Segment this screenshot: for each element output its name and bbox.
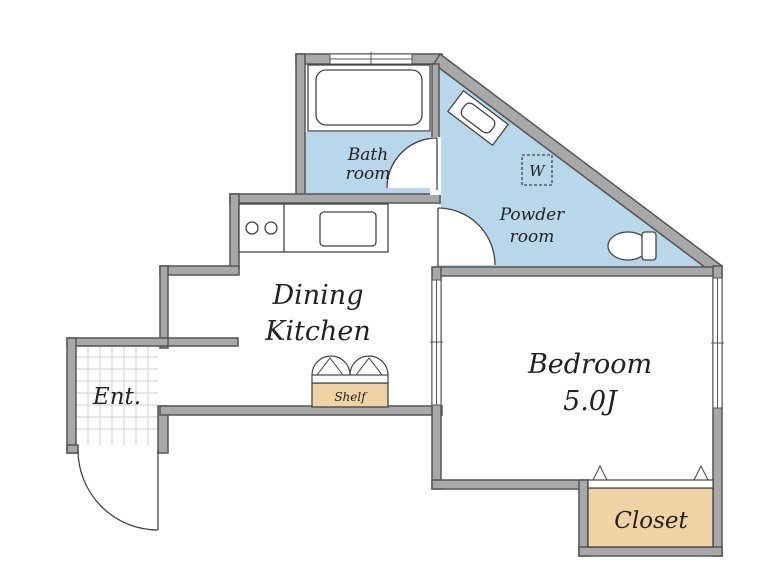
wall-entrance-partial xyxy=(159,337,239,347)
closet-box xyxy=(587,487,714,548)
washer-spot xyxy=(521,154,553,186)
wall-dining-bottom xyxy=(159,405,443,416)
closet-label: Closet xyxy=(614,508,688,534)
wall-kitchen-top xyxy=(229,193,441,204)
stove-burner-right xyxy=(264,221,278,235)
wall-closet-bottom xyxy=(578,546,723,557)
wall-dining-left xyxy=(159,265,169,349)
powder-label-line2: room xyxy=(510,227,555,247)
room-labels: Bath room W Powder room Dining Kitchen S… xyxy=(92,145,689,534)
powder-door-swing xyxy=(437,207,496,266)
bedroom-label-line2: 5.0J xyxy=(563,386,619,417)
wash-basin xyxy=(446,89,510,147)
fixtures xyxy=(238,64,657,261)
wall-closet-left xyxy=(578,479,589,557)
entrance-tile-grid xyxy=(76,345,158,445)
bath-label-line2: room xyxy=(346,164,391,184)
shelf-label: Shelf xyxy=(334,390,368,404)
wall-entrance-bottom-left xyxy=(66,444,79,454)
washer-label: W xyxy=(529,162,546,180)
wall-step xyxy=(159,265,240,276)
wall-bath-left xyxy=(295,53,306,203)
wall-entrance-top xyxy=(66,337,169,347)
stove-burner-left xyxy=(245,221,259,235)
bathtub-basin xyxy=(315,69,423,126)
powder-door-opening xyxy=(430,205,441,265)
entrance-label: Ent. xyxy=(92,384,141,410)
dining-label-line2: Kitchen xyxy=(264,316,371,347)
bath-label-line1: Bath xyxy=(347,145,388,165)
entrance-door-swing xyxy=(77,449,159,531)
dining-label-line1: Dining xyxy=(272,280,364,311)
windows xyxy=(329,52,724,409)
shelf-box xyxy=(311,382,389,408)
closet-unit xyxy=(587,464,714,548)
wall-entrance-left xyxy=(66,337,77,454)
shelf-unit xyxy=(311,355,389,408)
wall-bedroom-bottom xyxy=(431,479,589,490)
doors xyxy=(77,137,496,531)
toilet xyxy=(607,231,657,261)
powder-label-line1: Powder xyxy=(499,205,565,225)
entrance-tile-floor xyxy=(76,345,158,445)
kitchen-sink xyxy=(319,211,377,247)
bedroom-label-line1: Bedroom xyxy=(527,349,652,380)
wall-powder-bedroom xyxy=(433,266,723,277)
